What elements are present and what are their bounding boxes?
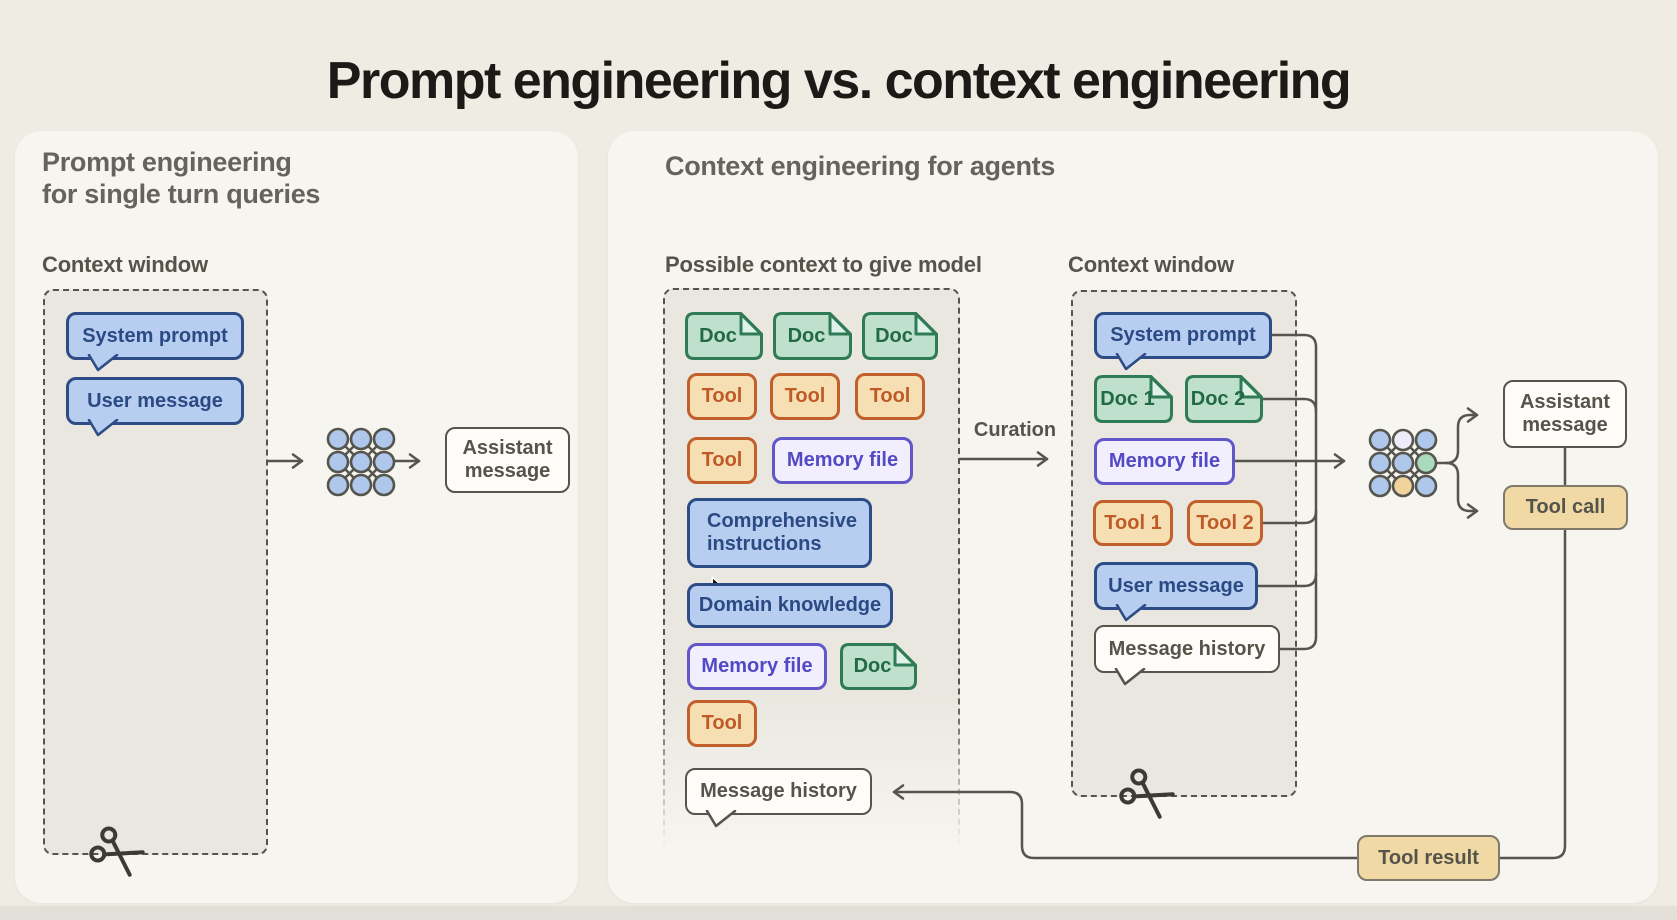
doc-c: Doc bbox=[862, 312, 938, 360]
doc-b: Doc bbox=[773, 312, 852, 360]
doc-shape-icon bbox=[1094, 375, 1173, 423]
left-context-window-container bbox=[43, 289, 268, 855]
doc-a: Doc bbox=[685, 312, 763, 360]
tool-d: Tool bbox=[687, 437, 757, 484]
tool-a: Tool bbox=[687, 373, 757, 420]
speech-bubble-tail bbox=[87, 419, 119, 437]
speech-bubble-tail bbox=[1114, 668, 1146, 686]
curation-label: Curation bbox=[973, 419, 1057, 441]
doc-shape-icon bbox=[862, 312, 938, 360]
speech-bubble-tail bbox=[705, 810, 737, 828]
doc-shape-icon bbox=[840, 643, 917, 690]
system-prompt-right: System prompt bbox=[1094, 312, 1272, 371]
left-panel-heading: Prompt engineering for single turn queri… bbox=[42, 147, 321, 209]
doc-1: Doc 1 bbox=[1094, 375, 1173, 423]
tool-e: Tool bbox=[687, 700, 757, 747]
tool-call: Tool call bbox=[1503, 485, 1628, 530]
domain-knowledge: Domain knowledge bbox=[687, 583, 893, 628]
left-context-window-label: Context window bbox=[42, 252, 208, 277]
assistant-message-right: Assistant message bbox=[1503, 380, 1627, 448]
speech-bubble-tail bbox=[1115, 353, 1147, 371]
tool-1: Tool 1 bbox=[1093, 500, 1173, 546]
doc-2: Doc 2 bbox=[1185, 375, 1263, 423]
message-history-window: Message history bbox=[1094, 625, 1280, 686]
page-title: Prompt engineering vs. context engineeri… bbox=[326, 51, 1352, 110]
memory-file-b: Memory file bbox=[687, 643, 827, 690]
right-context-window-label: Context window bbox=[1068, 252, 1234, 277]
assistant-message-left: Assistant message bbox=[445, 427, 570, 493]
bottom-strip bbox=[0, 906, 1677, 920]
tool-result: Tool result bbox=[1357, 835, 1500, 881]
doc-shape-icon bbox=[773, 312, 852, 360]
tool-b: Tool bbox=[770, 373, 840, 420]
memory-file-a: Memory file bbox=[772, 437, 913, 484]
doc-d: Doc bbox=[840, 643, 917, 690]
speech-bubble-tail bbox=[1115, 604, 1147, 622]
right-panel-heading: Context engineering for agents bbox=[665, 151, 1056, 181]
user-message-left: User message bbox=[66, 377, 244, 437]
tool-2: Tool 2 bbox=[1187, 500, 1263, 546]
doc-shape-icon bbox=[685, 312, 763, 360]
doc-shape-icon bbox=[1185, 375, 1263, 423]
speech-bubble-tail bbox=[87, 354, 119, 372]
user-message-right: User message bbox=[1094, 562, 1258, 622]
possible-context-label: Possible context to give model bbox=[665, 252, 982, 277]
system-prompt-left: System prompt bbox=[66, 312, 244, 372]
tool-c: Tool bbox=[855, 373, 925, 420]
message-history-pool: Message history bbox=[685, 768, 872, 828]
memory-file-c: Memory file bbox=[1094, 438, 1235, 485]
comprehensive-instructions: Comprehensive instructions bbox=[687, 498, 872, 568]
